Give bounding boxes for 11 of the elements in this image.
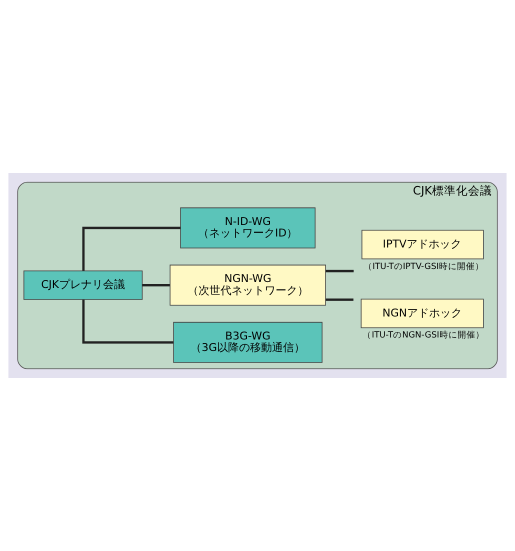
connector [326, 298, 354, 301]
connector [82, 226, 180, 271]
node-box: N-ID-WG （ネットワークID） [180, 207, 316, 248]
node-label: （ITU-TのIPTV-GSI時に開催） [363, 262, 484, 272]
node-box: NGN-WG （次世代ネットワーク） [170, 264, 326, 306]
node-box: CJKプレナリ会議 [23, 270, 143, 300]
connector [82, 300, 174, 344]
node-box: B3G-WG （3G以降の移動通信） [173, 322, 322, 363]
connector [142, 284, 170, 286]
connector [326, 270, 354, 272]
node-label: （ITU-TのNGN-GSI時に開催） [362, 330, 484, 341]
